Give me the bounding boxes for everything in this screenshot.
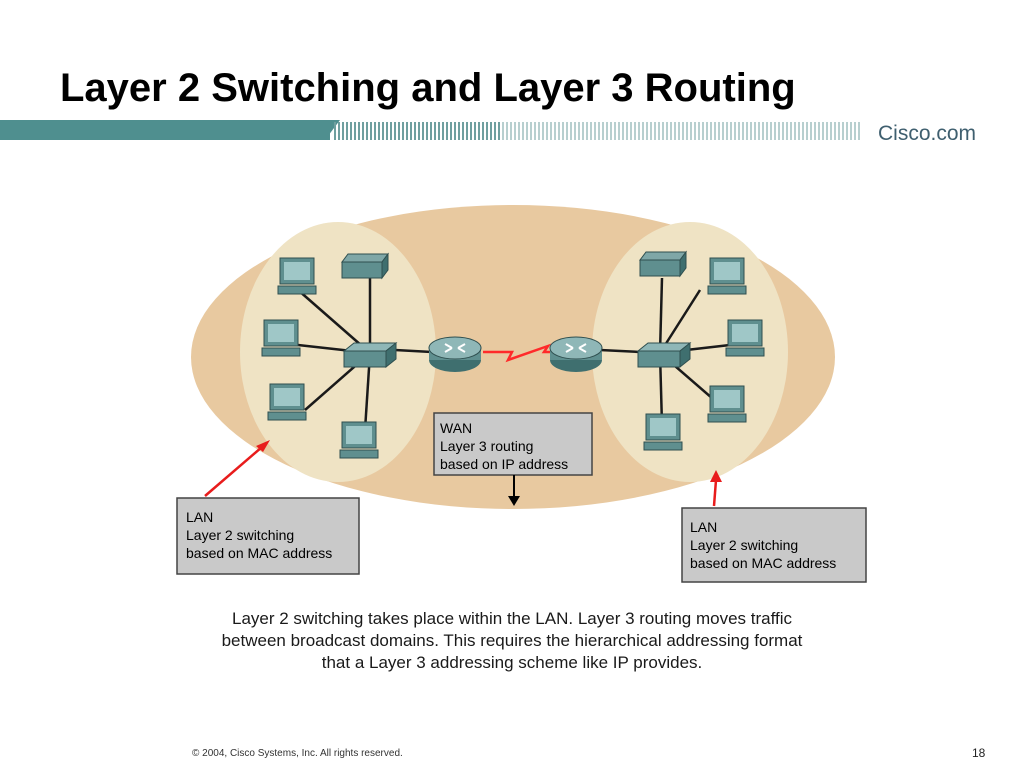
lan-left-label-line: based on MAC address [186,545,333,561]
printer-icon [341,252,389,280]
lan-right-label-line: based on MAC address [690,555,837,571]
serial-link-icon [483,343,555,363]
lan-left-label-line: LAN [186,509,214,525]
printer-icon [639,250,687,278]
page-number: 18 [972,746,986,760]
lan-left-label-box [176,497,360,575]
lan-right-label-line: LAN [690,519,718,535]
caption-line: between broadcast domains. This requires… [221,631,803,650]
switch-icon [636,341,692,369]
caption-line: that a Layer 3 addressing scheme like IP… [321,653,703,672]
lan-right-label: LAN Layer 2 switching based on MAC addre… [690,518,836,572]
lan-left-arrow [256,440,270,452]
router-icon [549,336,603,372]
lan-right-label-line: Layer 2 switching [690,537,799,553]
copyright-footer: © 2004, Cisco Systems, Inc. All rights r… [192,748,403,759]
router-icon [428,336,482,372]
network-diagram [152,183,904,680]
lan-right-label-box [681,507,867,583]
caption-background [280,588,728,680]
wan-label-line: Layer 3 routing [440,438,534,454]
pc-icon [707,257,747,295]
lan-left-label-line: Layer 2 switching [186,527,295,543]
wan-arrow [508,496,520,506]
pc-icon [707,385,747,423]
switch-icon [342,341,398,369]
pc-icon [725,319,765,357]
caption-line: Layer 2 switching takes place within the… [231,609,793,628]
pc-icon [261,319,301,357]
pc-icon [267,383,307,421]
wan-label-box [433,412,593,476]
slide-title: Layer 2 Switching and Layer 3 Routing [60,66,796,110]
cisco-logo: Cisco.com [878,122,977,145]
pc-icon [643,413,683,451]
lan-left-label: LAN Layer 2 switching based on MAC addre… [186,508,332,562]
pc-icon [339,421,379,459]
wan-label-line: based on IP address [440,456,569,472]
pc-icon [277,257,317,295]
title-banner [0,120,860,140]
wan-label: WAN Layer 3 routing based on IP address [440,419,568,473]
wan-label-line: WAN [440,420,473,436]
lan-right-arrow [710,470,722,482]
